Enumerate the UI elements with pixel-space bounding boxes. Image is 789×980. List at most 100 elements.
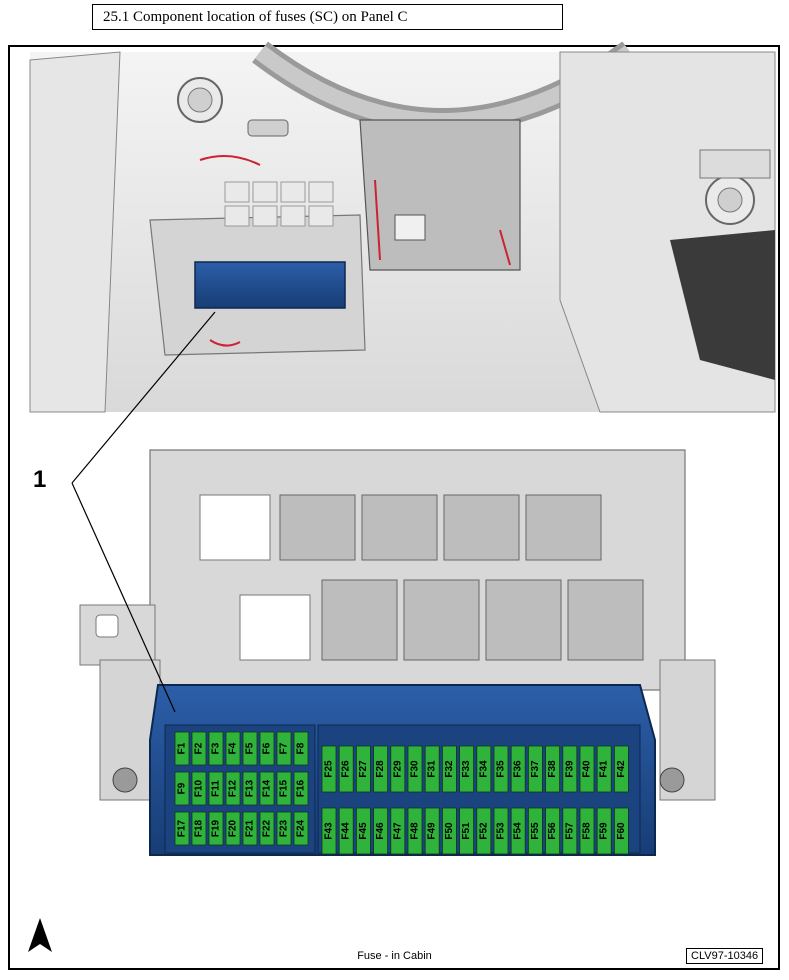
fuse-label: F42: [616, 760, 627, 778]
fuse-label: F46: [375, 822, 386, 840]
fuse-label: F18: [194, 819, 205, 837]
fuse-f41: [596, 745, 612, 793]
fuse-label: F57: [564, 822, 575, 840]
wiring: [199, 155, 511, 347]
fuse-f40: [579, 745, 595, 793]
fuse-label: F15: [279, 779, 290, 797]
fuse-label: F28: [375, 760, 386, 778]
fuse-f19: [208, 811, 224, 846]
fuse-f4: [225, 731, 241, 766]
fuse-label: F48: [410, 822, 421, 840]
fuse-f52: [476, 807, 492, 855]
fuse-label: F37: [530, 760, 541, 778]
fuse-f56: [545, 807, 560, 855]
fuse-label: F8: [296, 742, 307, 754]
fuse-label: F13: [245, 779, 256, 797]
fuse-f49: [424, 807, 440, 855]
fuse-label: F20: [228, 819, 239, 837]
fuse-label: F25: [324, 760, 335, 778]
fuse-f7: [276, 731, 292, 766]
fuse-f45: [355, 807, 371, 855]
fuse-label: F26: [341, 760, 352, 778]
callout-leader: [71, 311, 216, 713]
fuse-label: F6: [262, 742, 273, 754]
fuse-f21: [242, 811, 258, 846]
fuse-f50: [441, 807, 457, 855]
fuse-f53: [493, 807, 509, 855]
fuse-f31: [424, 745, 440, 793]
fuse-f17: [174, 811, 190, 846]
fuse-label: F45: [358, 822, 369, 840]
fuse-label: F17: [177, 819, 188, 837]
fuse-f18: [191, 811, 207, 846]
section-heading: 25.1 Component location of fuses (SC) on…: [92, 4, 563, 30]
fuse-label: F27: [358, 760, 369, 778]
fuse-label: F14: [262, 779, 273, 797]
fuse-label: F56: [547, 822, 558, 840]
fuse-f16: [293, 771, 309, 806]
fuse-f36: [510, 745, 526, 793]
fuse-label: F22: [262, 819, 273, 837]
fuse-f22: [259, 811, 275, 846]
fuse-label: F50: [444, 822, 455, 840]
fuse-f35: [493, 745, 509, 793]
fuse-label: F36: [513, 760, 524, 778]
fuse-label: F51: [461, 822, 472, 840]
fuse-f32: [441, 745, 457, 793]
fuse-label: F44: [341, 822, 352, 840]
callout-number: 1: [33, 466, 47, 493]
fuse-f1: [174, 731, 190, 766]
fuse-label: F31: [427, 760, 438, 778]
fuse-label: F43: [324, 822, 335, 840]
fuse-label: F49: [427, 822, 438, 840]
fuse-f20: [225, 811, 241, 846]
fuse-f57: [562, 807, 578, 855]
fuse-label: F1: [177, 742, 188, 754]
fuse-label: F47: [392, 822, 403, 840]
fuse-f13: [242, 771, 258, 806]
fuse-f42: [614, 745, 629, 793]
fuse-label: F2: [194, 742, 205, 754]
fuse-label: F41: [599, 760, 610, 778]
fuse-f60: [614, 807, 629, 855]
fuse-f24: [293, 811, 309, 846]
fuse-label: F16: [296, 779, 307, 797]
fuse-f37: [528, 745, 543, 793]
fuse-f58: [579, 807, 595, 855]
fuse-f54: [510, 807, 526, 855]
fuse-label: F55: [530, 822, 541, 840]
fuse-label: F11: [211, 780, 222, 797]
fuse-f5: [242, 731, 258, 766]
fuse-label: F29: [392, 760, 403, 778]
figure-caption: Fuse - in Cabin: [357, 950, 432, 962]
fuse-label: F19: [211, 819, 222, 837]
fuse-f43: [321, 807, 337, 855]
fuse-label: F30: [410, 760, 421, 778]
fuse-label: F5: [245, 742, 256, 754]
fuse-f8: [293, 731, 309, 766]
fuse-label: F52: [478, 822, 489, 840]
fuse-f12: [225, 771, 241, 806]
fuse-f26: [338, 745, 354, 793]
fuse-f10: [191, 771, 207, 806]
fuse-label: F10: [194, 779, 205, 797]
fuse-f23: [276, 811, 292, 846]
fuse-f33: [459, 745, 475, 793]
fuse-label: F60: [616, 822, 627, 840]
fuse-label: F54: [513, 822, 524, 840]
fuse-f34: [476, 745, 492, 793]
fuse-f2: [191, 731, 207, 766]
fuse-label: F32: [444, 760, 455, 778]
fuse-label: F12: [228, 779, 239, 797]
fuse-box-dashboard: [194, 261, 346, 309]
fuse-f14: [259, 771, 275, 806]
dashboard-view: [29, 41, 776, 413]
reference-code: CLV97-10346: [686, 948, 764, 964]
fuse-f39: [562, 745, 578, 793]
fuse-f48: [407, 807, 423, 855]
fuse-f27: [355, 745, 371, 793]
fuse-label: F58: [582, 822, 593, 840]
